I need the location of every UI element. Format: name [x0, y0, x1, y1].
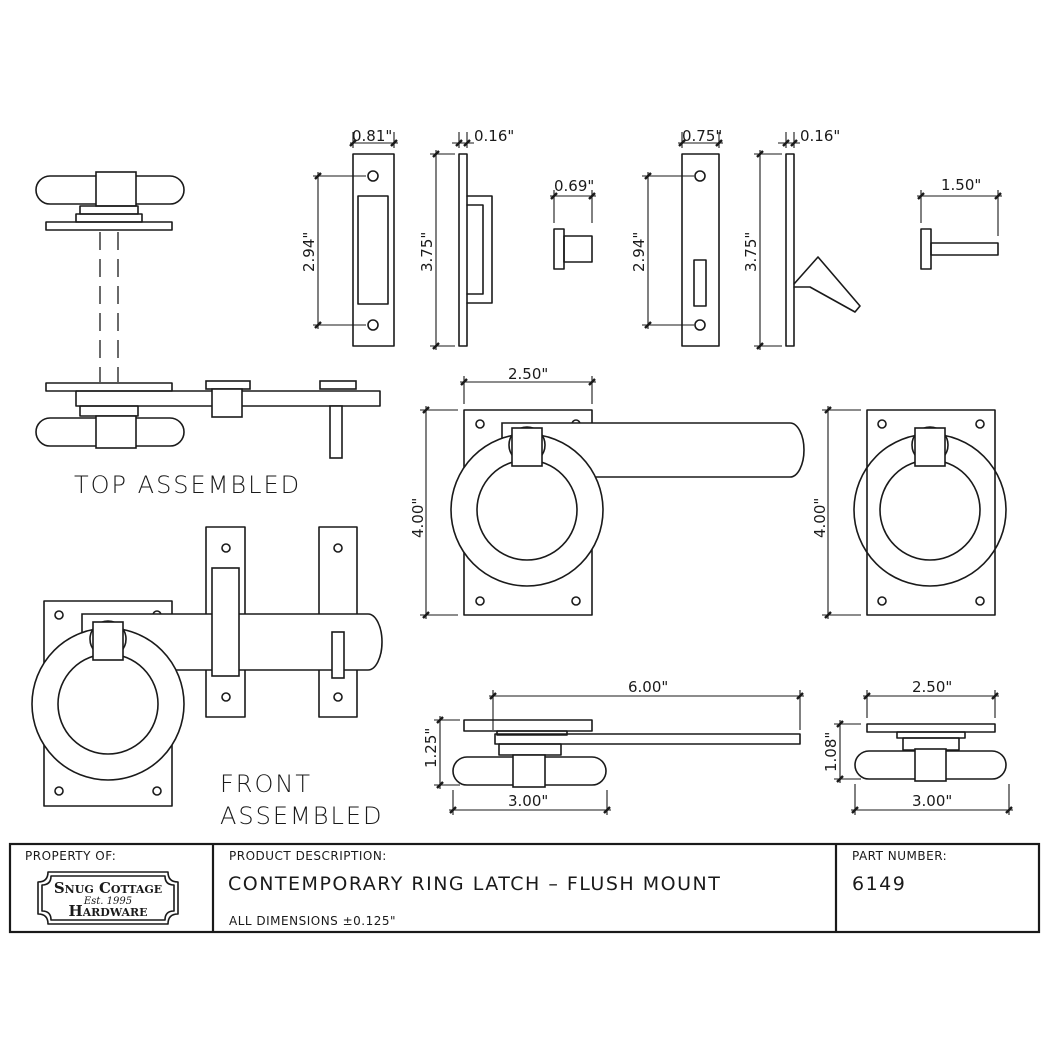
- strike-thickness-dim: 0.16": [474, 127, 514, 145]
- ring-plate: [822, 406, 1007, 619]
- side-height-dim: 1.25": [422, 728, 440, 768]
- part-number-label: PART NUMBER:: [852, 849, 947, 863]
- front-assembled-label-1: FRONT: [220, 770, 312, 798]
- backplate-width-dim: 2.50": [508, 365, 548, 383]
- knob-piece: [550, 190, 596, 270]
- side-handle-width-dim: 3.00": [508, 792, 548, 810]
- strike-hole-spacing-dim: 2.94": [300, 232, 318, 272]
- ring-plate-height-dim: 4.00": [811, 498, 829, 538]
- knob-depth-dim: 0.69": [554, 177, 594, 195]
- logo-est: Est. 1995: [83, 896, 132, 907]
- pin-length-dim: 1.50": [941, 176, 981, 194]
- strike-plate-side: [430, 132, 493, 350]
- side-view-bar: [434, 690, 804, 815]
- company-logo: Snug Cottage Est. 1995 Hardware: [37, 871, 179, 925]
- catch-plate-front: [642, 132, 723, 347]
- property-label: PROPERTY OF:: [25, 849, 116, 863]
- backplate-height-dim: 4.00": [409, 498, 427, 538]
- end-handle-width-dim: 3.00": [912, 792, 952, 810]
- strike-plate-front: [313, 132, 398, 347]
- backplate-with-bar: [420, 376, 805, 619]
- end-plate-width-dim: 2.50": [912, 678, 952, 696]
- top-view-handle: [35, 171, 185, 382]
- front-assembled-label-2: ASSEMBLED: [220, 802, 384, 830]
- strike-width-dim: 0.81": [352, 127, 392, 145]
- logo-line-2: Hardware: [68, 902, 147, 920]
- top-assembled-label: TOP ASSEMBLED: [74, 471, 301, 499]
- catch-height-dim: 3.75": [742, 232, 760, 272]
- product-description: CONTEMPORARY RING LATCH – FLUSH MOUNT: [228, 873, 721, 895]
- end-view: [834, 690, 1013, 815]
- end-height-dim: 1.08": [822, 732, 840, 772]
- catch-hole-spacing-dim: 2.94": [630, 232, 648, 272]
- pin-piece: [917, 190, 1002, 270]
- catch-width-dim: 0.75": [682, 127, 722, 145]
- front-assembled-view: [31, 526, 383, 807]
- logo-line-1: Snug Cottage: [54, 879, 162, 897]
- tolerance-note: ALL DIMENSIONS ±0.125": [229, 914, 396, 928]
- catch-thickness-dim: 0.16": [800, 127, 840, 145]
- catch-plate-side: [754, 132, 861, 350]
- top-assembled-view: [35, 380, 381, 459]
- description-label: PRODUCT DESCRIPTION:: [229, 849, 387, 863]
- part-number: 6149: [852, 873, 906, 895]
- title-block: [8, 842, 1041, 934]
- bar-length-dim: 6.00": [628, 678, 668, 696]
- strike-height-dim: 3.75": [418, 232, 436, 272]
